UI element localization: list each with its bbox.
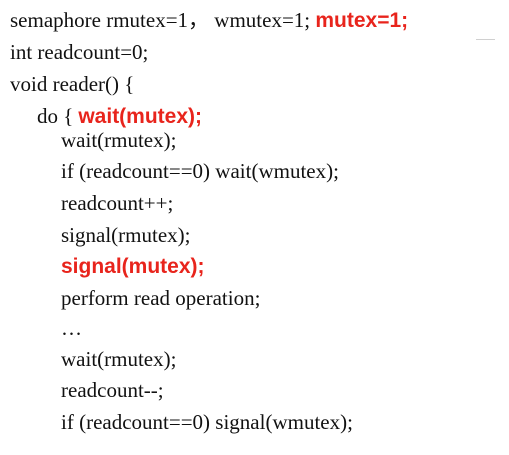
code-line-signal-rmutex: signal(rmutex);: [61, 223, 191, 247]
code-line-perform-read: perform read operation;: [61, 286, 261, 310]
code-line-ellipsis: …: [61, 316, 82, 340]
code-line-semaphore: semaphore rmutex=1， wmutex=1; mutex=1;: [10, 7, 408, 34]
code-line-readcount: int readcount=0;: [10, 40, 149, 64]
code-line-do: do {wait(mutex);: [37, 103, 202, 130]
code-line-if-wait-wmutex: if (readcount==0) wait(wmutex);: [61, 159, 339, 183]
annotation-signal-mutex: signal(mutex);: [61, 255, 205, 278]
do-keyword: do {: [37, 104, 74, 128]
annotation-mutex-init: mutex=1;: [315, 9, 409, 32]
code-line-wait-rmutex-2: wait(rmutex);: [61, 347, 177, 371]
code-line-readcount-inc: readcount++;: [61, 191, 174, 215]
code-line-reader-decl: void reader() {: [10, 72, 135, 96]
divider-line: [476, 39, 495, 40]
code-line-readcount-dec: readcount--;: [61, 378, 164, 402]
semaphore-declaration: semaphore rmutex=1， wmutex=1;: [10, 8, 316, 32]
annotation-wait-mutex: wait(mutex);: [78, 105, 203, 128]
code-line-wait-rmutex-1: wait(rmutex);: [61, 128, 177, 152]
code-line-if-signal-wmutex: if (readcount==0) signal(wmutex);: [61, 410, 353, 434]
